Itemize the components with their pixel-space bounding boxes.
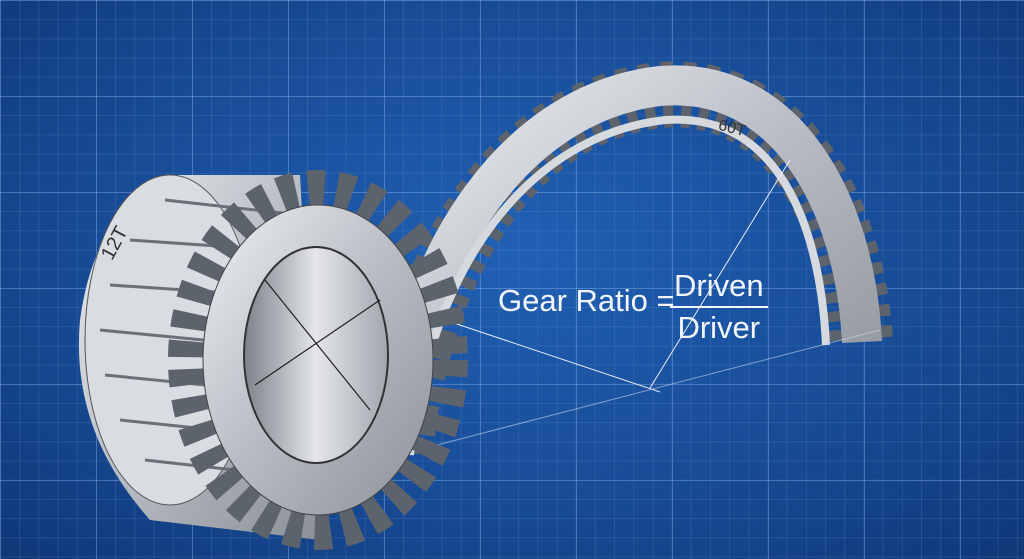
small-gear xyxy=(78,170,468,550)
gear-ratio-label: Gear Ratio = xyxy=(498,283,675,318)
bore-diameter-arrow xyxy=(254,299,381,386)
gear-ratio-fraction: Driven Driver xyxy=(670,268,768,346)
numerator: Driven xyxy=(670,268,768,308)
dimension-line xyxy=(649,159,791,389)
large-gear xyxy=(367,61,893,456)
denominator: Driver xyxy=(677,310,761,345)
